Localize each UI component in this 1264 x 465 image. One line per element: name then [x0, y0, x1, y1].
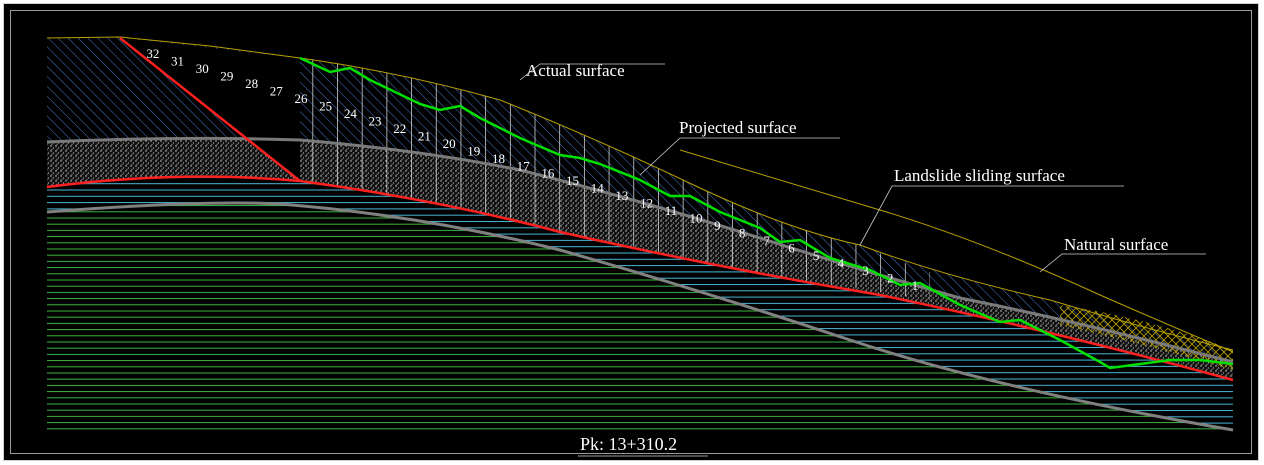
slice-number: 20 [443, 136, 456, 151]
slice-number: 1 [912, 278, 919, 293]
slice-number: 12 [640, 196, 653, 211]
projected-surface-label: Projected surface [679, 118, 797, 137]
slice-number: 16 [541, 166, 555, 181]
slice-number: 7 [764, 233, 771, 248]
slice-number: 31 [171, 53, 184, 68]
upper-gray-line [46, 136, 1234, 364]
landslide-surface-leader [859, 185, 1124, 246]
pk-label: Pk: 13+310.2 [580, 434, 677, 454]
slice-number: 17 [517, 158, 531, 173]
slice-number: 3 [862, 263, 869, 278]
slice-number: 26 [294, 91, 308, 106]
slice-number: 11 [665, 203, 678, 218]
slice-number: 8 [739, 226, 746, 241]
slice-number: 32 [146, 46, 159, 61]
slice-number: 2 [887, 271, 894, 286]
projected-surface-leader [639, 137, 840, 176]
slice-number: 21 [418, 128, 431, 143]
slice-number: 9 [714, 218, 721, 233]
slice-number: 4 [838, 256, 845, 271]
slice-number: 14 [591, 181, 605, 196]
projected-surface-line [299, 56, 1234, 370]
slice-number: 6 [788, 241, 795, 256]
slice-number: 13 [615, 188, 628, 203]
slice-number: 10 [689, 211, 702, 226]
toe-zone [1060, 305, 1233, 370]
slice-number: 18 [492, 151, 505, 166]
actual-surface-line [46, 36, 1234, 351]
slice-number: 27 [270, 83, 284, 98]
natural-surface-top-line [679, 149, 1234, 353]
natural-surface-leader [1039, 253, 1206, 273]
actual-surface-leader [519, 63, 665, 81]
natural-surface-label: Natural surface [1064, 235, 1168, 254]
drawing-inner-border [10, 10, 1252, 454]
sliding-surface-base [46, 175, 1234, 382]
actual-surface-label: Actual surface [526, 61, 625, 80]
slice-number: 29 [220, 68, 233, 83]
slice-number: 22 [393, 121, 406, 136]
slice-number: 5 [813, 248, 820, 263]
slice-number: 19 [467, 143, 480, 158]
slice-number: 30 [196, 61, 209, 76]
sliding-surface-line [119, 37, 301, 182]
landslide-surface-label: Landslide sliding surface [894, 166, 1065, 185]
slice-number: 24 [344, 106, 358, 121]
slice-number: 28 [245, 76, 258, 91]
natural-surface-line [46, 201, 1234, 432]
slice-number: 25 [319, 98, 332, 113]
slice-number: 23 [369, 113, 382, 128]
slice-number: 15 [566, 173, 579, 188]
